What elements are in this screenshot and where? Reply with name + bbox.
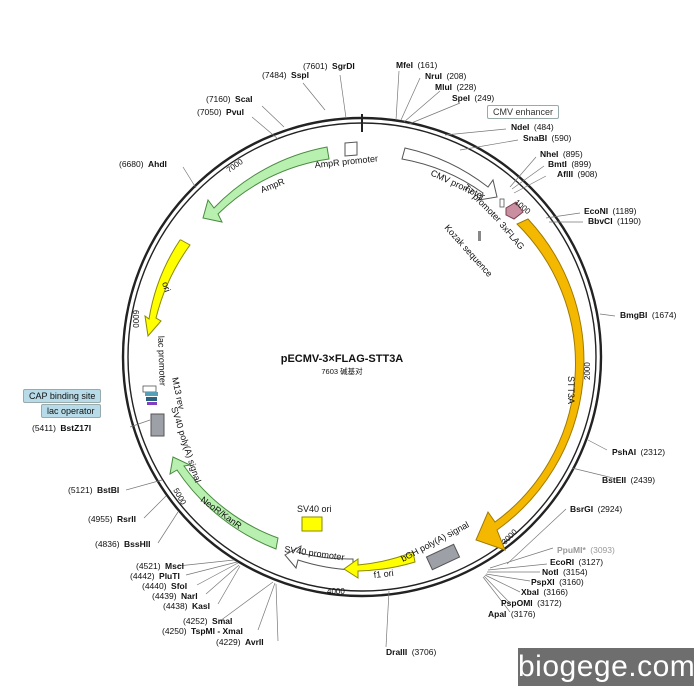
cmv-promoter-arrow [401,147,498,201]
cap-binding-site-label: CAP binding site [23,389,102,403]
site-snabi: SnaBI (590) [523,128,572,145]
site-bsteii: BstEII (2439) [602,470,655,487]
plasmid-length: 7603 碱基对 [321,366,363,376]
site-spei: SpeI (249) [452,88,494,105]
watermark: biogege.com [518,648,695,686]
ampr-arrow [202,146,330,223]
site-kasi: (4438) KasI [163,596,210,613]
lac-promoter-mark [142,385,157,393]
plasmid-name: pECMV-3×FLAG-STT3A [281,353,404,365]
cmv-enhancer-label: CMV enhancer [487,105,560,119]
site-noti: NotI (3154) [542,562,588,579]
site-mfei: MfeI (161) [396,55,437,72]
site-tspmi-xmai: (4250) TspMI - XmaI [162,621,243,638]
site-bbvci: BbvCI (1190) [588,211,641,228]
site-sspi: (7484) SspI [262,65,309,82]
stt3a-label: STT3A [566,376,576,404]
tick-2000: 2000 [583,362,592,380]
neor-label: NeoR/KanR [199,495,244,532]
lac-operator-label: lac operator [41,404,101,418]
site-bstbi: (5121) BstBI [68,480,119,497]
site-msci: (4521) MscI [136,556,184,573]
site-econi: EcoNI (1189) [584,201,637,218]
site-mlui: MluI (228) [435,77,476,94]
f1-ori-label: f1 ori [373,568,394,580]
site-bsrgi: BsrGI (2924) [570,499,622,516]
kozak-label: Kozak sequence [443,223,495,279]
site-smai: (4252) SmaI [183,611,232,628]
f1-ori-arrow [343,551,416,579]
site-aflii: AflII (908) [557,164,598,181]
site-scai: (7160) ScaI [206,89,253,106]
site-bstz17i: (5411) BstZ17I [32,418,91,435]
site-pshai: PshAI (2312) [612,442,665,459]
site-bmti: BmtI (899) [548,154,591,171]
site-ndei: NdeI (484) [511,117,554,134]
site-nhei: NheI (895) [540,144,583,161]
cap-mark [146,397,157,401]
site-sfoi: (4440) SfoI [142,576,187,593]
ori-arrow [144,239,191,338]
site-ppumi: PpuMI* (3093) [557,540,615,557]
lac-promoter-label: lac promoter [156,336,168,386]
site-draiii: DraIII (3706) [386,642,436,659]
site-pspxi: PspXI (3160) [531,572,584,589]
sv40-ori-label: SV40 ori [297,504,332,514]
site-nari: (4439) NarI [152,586,198,603]
site-pvui: (7050) PvuI [197,102,244,119]
site-apai: ApaI (3176) [488,604,536,621]
tick-4000: 4000 [327,587,345,596]
site-nrui: NruI (208) [425,66,466,83]
sv40-ori-box [301,516,323,532]
sv40-promoter-arrow [284,545,354,571]
site-bmgbi: BmgBI (1674) [620,305,677,322]
neor-arrow [169,456,279,550]
site-sgrdi: (7601) SgrDI [303,56,355,73]
site-pluti: (4442) PluTI [130,566,180,583]
site-bsshii: (4836) BssHII [95,534,151,551]
tick-6000: 6000 [131,310,140,328]
lac-operator-mark [147,402,157,405]
site-xbai: XbaI (3166) [521,582,568,599]
kozak-mark [478,231,481,241]
leader-lines [125,70,616,648]
t7-mark [499,198,505,208]
ampr-promoter-arrow [344,141,358,157]
flag-arrow [505,201,524,220]
m13-rev-mark [145,392,158,396]
stt3a-arrow [475,218,585,551]
bgh-polya-box [425,543,461,571]
m13-rev-label: M13 rev [170,376,187,410]
site-ecori: EcoRI (3127) [550,552,603,569]
ori-label: ori [160,281,173,294]
site-pspomi: PspOMI (3172) [501,593,562,610]
sv40-polya-box [150,413,165,437]
site-ahdi: (6680) AhdI [119,154,167,171]
site-rsrii: (4955) RsrII [88,509,136,526]
site-avrii: (4229) AvrII [216,632,264,649]
